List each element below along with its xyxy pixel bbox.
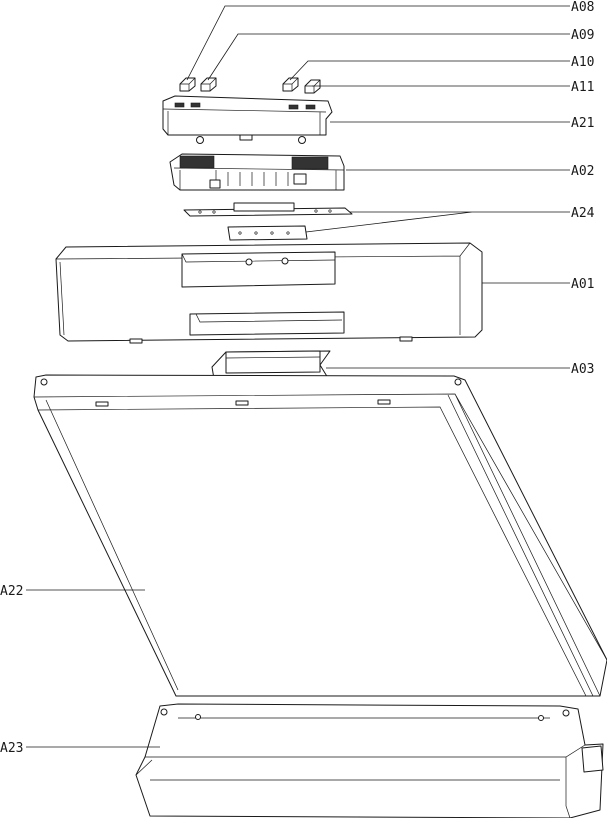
part-a10-button [282, 77, 299, 92]
part-a02-control-board [169, 153, 345, 191]
leader-a08 [186, 5, 570, 81]
label-a22: A22 [0, 584, 23, 599]
label-a08: A08 [571, 0, 594, 15]
label-a10: A10 [571, 55, 594, 70]
part-a22-outer-door [33, 374, 607, 697]
part-a08-button [179, 77, 196, 92]
part-a23-bottom-trim [135, 703, 604, 818]
part-a03-bracket [211, 350, 331, 380]
leader-a10 [289, 60, 570, 81]
label-a21: A21 [571, 116, 594, 131]
label-a09: A09 [571, 28, 594, 43]
part-a01-control-panel [55, 242, 483, 344]
label-a23: A23 [0, 741, 23, 756]
label-a01: A01 [571, 277, 594, 292]
label-a11: A11 [571, 80, 594, 95]
part-a24-display-board [183, 202, 353, 241]
label-a03: A03 [571, 362, 594, 377]
leader-a24 [305, 211, 570, 233]
leader-a09 [207, 33, 570, 81]
part-a11-button [304, 79, 321, 94]
leader-lines [26, 5, 570, 748]
label-a24: A24 [571, 206, 595, 221]
label-a02: A02 [571, 164, 594, 179]
part-a21-button-holder [162, 95, 333, 144]
part-a09-button [200, 77, 217, 92]
